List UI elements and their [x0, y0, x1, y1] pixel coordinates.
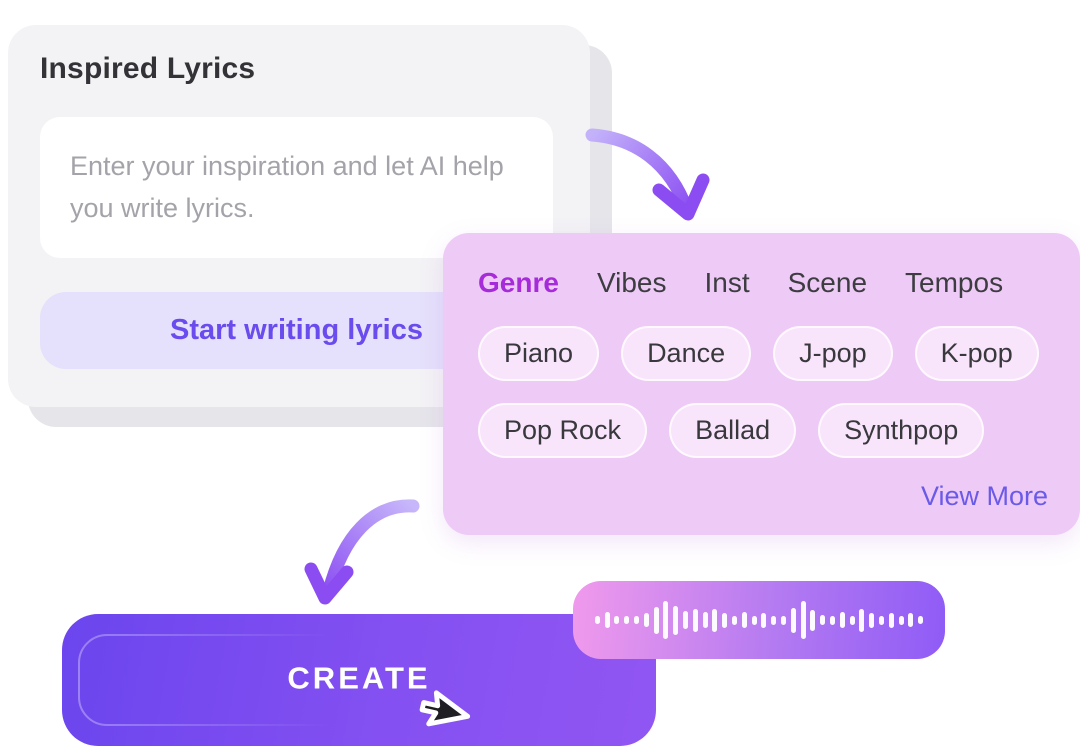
view-more-link[interactable]: View More [920, 481, 1048, 511]
tab-scene[interactable]: Scene [787, 267, 868, 298]
tab-inst[interactable]: Inst [704, 267, 750, 298]
waveform-bar [604, 612, 610, 628]
waveform-bar [898, 615, 904, 625]
genre-pills-row-1: Piano Dance J-pop K-pop [478, 326, 1050, 381]
create-button[interactable]: CREATE [62, 614, 656, 746]
tab-genre[interactable]: Genre [478, 267, 559, 298]
waveform-bar [614, 616, 620, 624]
waveform-bar [673, 605, 679, 635]
waveform-bar [702, 612, 708, 628]
waveform-bar [839, 612, 845, 628]
waveform-bar [663, 601, 669, 639]
waveform-bar [918, 616, 924, 624]
pill-synthpop[interactable]: Synthpop [818, 403, 985, 458]
waveform-bar [624, 616, 630, 624]
pill-ballad[interactable]: Ballad [669, 403, 797, 458]
waveform-bar [810, 609, 816, 631]
waveform-bar [761, 612, 767, 628]
tags-panel: Genre Vibes Inst Scene Tempos Piano Danc… [443, 233, 1080, 535]
waveform-bar [878, 615, 884, 625]
waveform-bar [790, 607, 796, 633]
waveform-bar [820, 615, 826, 625]
waveform-bar [643, 613, 649, 627]
waveform-bar [732, 615, 737, 625]
waveform-bar [859, 608, 865, 632]
waveform-bar [692, 608, 698, 632]
pill-j-pop[interactable]: J-pop [773, 326, 893, 381]
arrow-curve-right-down-icon [585, 128, 710, 221]
pill-pop-rock[interactable]: Pop Rock [478, 403, 648, 458]
waveform-bar [780, 615, 786, 625]
waveform-bar [751, 615, 757, 625]
arrow-curve-left-down-icon [304, 499, 420, 605]
tabs-row: Genre Vibes Inst Scene Tempos [478, 267, 1050, 299]
waveform-bar [908, 613, 914, 627]
waveform-bar [869, 612, 875, 628]
tab-vibes[interactable]: Vibes [596, 267, 667, 298]
pill-dance[interactable]: Dance [621, 326, 752, 381]
cursor-pointer-icon [419, 690, 471, 727]
waveform-bar [800, 601, 806, 639]
waveform-bar [653, 606, 659, 634]
waveform-bar [741, 612, 747, 628]
waveform-bar [849, 615, 855, 625]
waveform-bar [722, 612, 728, 628]
waveform-bar [712, 608, 718, 632]
pill-piano[interactable]: Piano [478, 326, 600, 381]
pill-k-pop[interactable]: K-pop [914, 326, 1039, 381]
waveform-bar [771, 615, 777, 625]
waveform-bar [829, 615, 835, 625]
waveform-bar [683, 611, 689, 629]
waveform-bar [634, 616, 640, 624]
tab-tempos[interactable]: Tempos [905, 267, 1004, 298]
waveform-bar [594, 616, 600, 624]
waveform-icon [573, 581, 945, 659]
page-title: Inspired Lyrics [40, 52, 256, 85]
create-button-label: CREATE [287, 660, 431, 696]
genre-pills-row-2: Pop Rock Ballad Synthpop [478, 403, 1050, 458]
waveform-bar [888, 612, 894, 628]
